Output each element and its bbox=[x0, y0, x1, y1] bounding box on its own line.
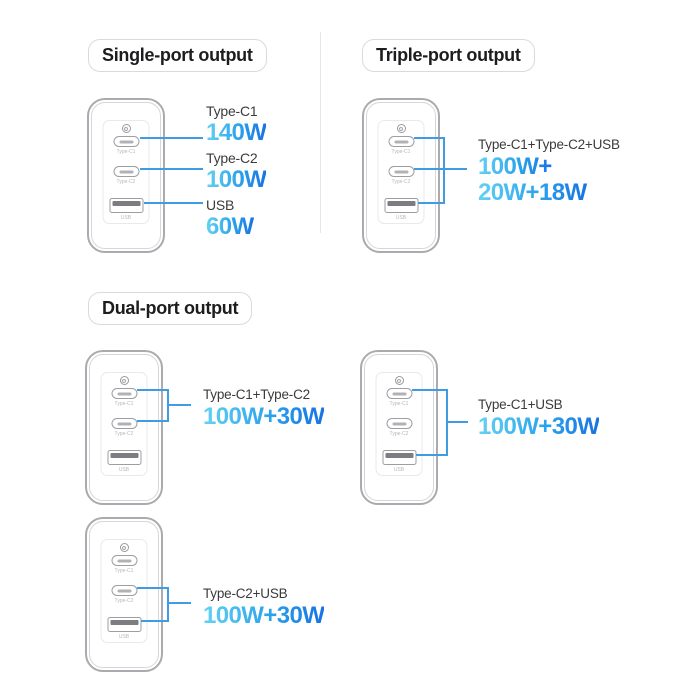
type-c2-port-icon bbox=[111, 585, 137, 596]
usb-a-port-icon bbox=[107, 617, 141, 632]
callout-label: Type-C2+USB bbox=[203, 586, 288, 601]
callout-label: USB bbox=[206, 197, 235, 213]
type-c2-port-label: Type-C2 bbox=[389, 431, 409, 437]
type-c2-port-label: Type-C2 bbox=[114, 431, 134, 437]
charger-dual-c1-usb: Type-C1 Type-C2 USB bbox=[360, 350, 438, 505]
callout-label: Type-C1 bbox=[206, 103, 258, 119]
callout-dual-c1-usb: Type-C1+USB 100W+30W bbox=[478, 396, 600, 440]
charger-body-outline bbox=[89, 521, 159, 668]
charger-dual-c2-usb: Type-C1 Type-C2 USB bbox=[85, 517, 163, 672]
callout-value: 100W+30W bbox=[203, 602, 325, 629]
bracket-vertical-line bbox=[167, 587, 169, 622]
callout-value: 100W bbox=[206, 166, 267, 193]
charger-single-port: Type-C1 Type-C2 USB bbox=[87, 98, 165, 253]
callout-triple: Type-C1+Type-C2+USB 100W+ 20W+18W bbox=[478, 136, 620, 205]
bracket-line-c1 bbox=[137, 389, 169, 391]
bracket-line-c2 bbox=[137, 420, 169, 422]
brand-badge-icon bbox=[396, 124, 406, 133]
charger-port-panel: Type-C1 Type-C2 USB bbox=[377, 120, 425, 224]
usb-port-label: USB bbox=[120, 215, 132, 221]
bracket-line-usb bbox=[141, 620, 169, 622]
type-c1-port-label: Type-C1 bbox=[116, 149, 136, 155]
type-c2-port-icon bbox=[111, 418, 137, 429]
callout-label: Type-C1+USB bbox=[478, 397, 563, 412]
callout-line-usb bbox=[144, 202, 203, 204]
type-c1-port-label: Type-C1 bbox=[391, 149, 411, 155]
callout-single-c2: Type-C2 100W bbox=[206, 150, 267, 193]
type-c1-port-icon bbox=[113, 136, 139, 147]
callout-value: 100W+30W bbox=[203, 403, 325, 430]
callout-value: 60W bbox=[206, 213, 254, 240]
callout-single-usb: USB 60W bbox=[206, 197, 254, 239]
usb-port-label: USB bbox=[395, 215, 407, 221]
callout-value-line1: 100W+ bbox=[478, 153, 552, 180]
section-header-dual-port: Dual-port output bbox=[88, 292, 253, 325]
bracket-lead-line bbox=[169, 602, 191, 604]
type-c1-port-label: Type-C1 bbox=[389, 401, 409, 407]
bracket-line-c1 bbox=[412, 389, 448, 391]
charger-port-panel: Type-C1 Type-C2 USB bbox=[100, 372, 148, 476]
bracket-vertical-line bbox=[167, 389, 169, 422]
bracket-line-c2 bbox=[137, 587, 169, 589]
type-c1-port-icon bbox=[386, 388, 412, 399]
callout-line-c1 bbox=[140, 137, 203, 139]
callout-label: Type-C1+Type-C2 bbox=[203, 387, 310, 402]
brand-badge-icon bbox=[119, 376, 129, 385]
charger-body-outline bbox=[91, 102, 161, 249]
type-c2-port-label: Type-C2 bbox=[116, 179, 136, 185]
section-header-single-port: Single-port output bbox=[88, 39, 267, 72]
type-c1-port-label: Type-C1 bbox=[114, 568, 134, 574]
type-c1-port-label: Type-C1 bbox=[114, 401, 134, 407]
usb-a-port-icon bbox=[109, 198, 143, 213]
callout-single-c1: Type-C1 140W bbox=[206, 103, 267, 146]
callout-dual-c2-usb: Type-C2+USB 100W+30W bbox=[203, 585, 325, 629]
type-c1-port-icon bbox=[388, 136, 414, 147]
type-c1-port-icon bbox=[111, 388, 137, 399]
callout-value-line2: 20W+18W bbox=[478, 179, 587, 206]
type-c2-port-icon bbox=[386, 418, 412, 429]
type-c2-port-icon bbox=[388, 166, 414, 177]
brand-badge-icon bbox=[394, 376, 404, 385]
bracket-lead-line bbox=[448, 421, 468, 423]
callout-value: 140W bbox=[206, 119, 267, 146]
charger-triple-port: Type-C1 Type-C2 USB bbox=[362, 98, 440, 253]
charger-dual-c1-c2: Type-C1 Type-C2 USB bbox=[85, 350, 163, 505]
bracket-vertical-line bbox=[446, 389, 448, 456]
callout-dual-c1-c2: Type-C1+Type-C2 100W+30W bbox=[203, 386, 325, 430]
usb-port-label: USB bbox=[118, 467, 130, 473]
charger-port-panel: Type-C1 Type-C2 USB bbox=[102, 120, 150, 224]
type-c2-port-icon bbox=[113, 166, 139, 177]
charger-body-outline bbox=[364, 354, 434, 501]
usb-a-port-icon bbox=[107, 450, 141, 465]
charger-port-panel: Type-C1 Type-C2 USB bbox=[375, 372, 423, 476]
brand-badge-icon bbox=[119, 543, 129, 552]
type-c2-port-label: Type-C2 bbox=[114, 598, 134, 604]
charger-body-outline bbox=[89, 354, 159, 501]
usb-port-label: USB bbox=[118, 634, 130, 640]
callout-line-c2 bbox=[140, 168, 203, 170]
bracket-lead-line bbox=[445, 168, 467, 170]
bracket-lead-line bbox=[169, 404, 191, 406]
charger-port-panel: Type-C1 Type-C2 USB bbox=[100, 539, 148, 643]
usb-port-label: USB bbox=[393, 467, 405, 473]
bracket-line-usb bbox=[418, 202, 445, 204]
charger-body-outline bbox=[366, 102, 436, 249]
bracket-line-c1 bbox=[414, 137, 445, 139]
callout-label: Type-C2 bbox=[206, 150, 258, 166]
type-c2-port-label: Type-C2 bbox=[391, 179, 411, 185]
callout-value: 100W+30W bbox=[478, 413, 600, 440]
bracket-line-usb bbox=[416, 454, 448, 456]
bracket-vertical-line bbox=[443, 137, 445, 204]
usb-a-port-icon bbox=[382, 450, 416, 465]
section-divider bbox=[320, 32, 321, 233]
section-header-triple-port: Triple-port output bbox=[362, 39, 535, 72]
usb-a-port-icon bbox=[384, 198, 418, 213]
brand-badge-icon bbox=[121, 124, 131, 133]
type-c1-port-icon bbox=[111, 555, 137, 566]
bracket-line-c2 bbox=[414, 168, 445, 170]
callout-label: Type-C1+Type-C2+USB bbox=[478, 137, 620, 152]
